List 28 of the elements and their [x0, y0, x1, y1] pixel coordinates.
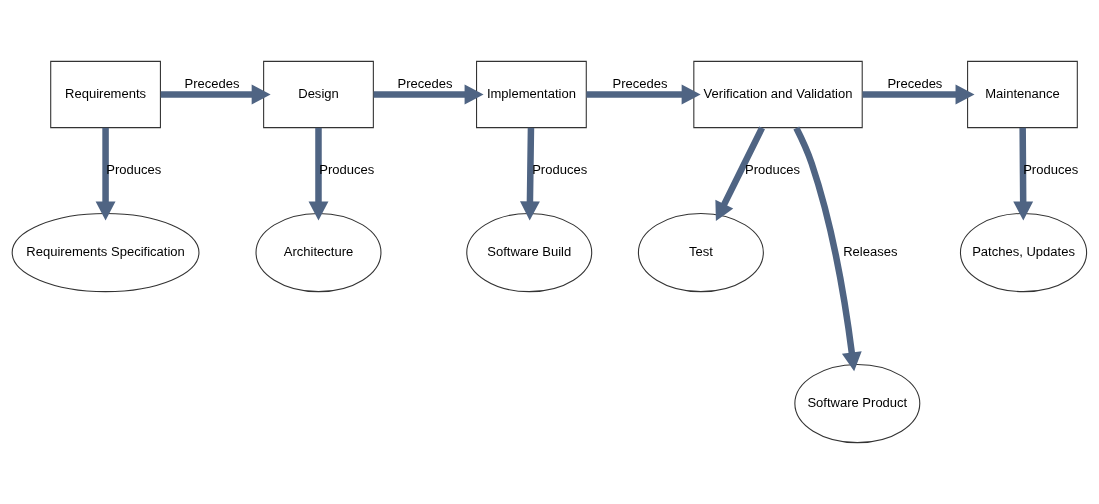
arrow: [95, 127, 116, 221]
arrow: [519, 127, 540, 221]
node-ellipse: Patches, Updates: [959, 212, 1088, 293]
node-box: Verification and Validation: [693, 60, 863, 129]
node-ellipse: Test: [637, 212, 764, 293]
node-ellipse: Architecture: [255, 212, 382, 293]
edge-label: Releases: [843, 243, 898, 259]
arrow: [793, 126, 862, 372]
node-ellipse: Software Build: [466, 212, 593, 293]
node-box: Design: [263, 60, 374, 129]
edge-label: Precedes: [612, 75, 668, 91]
edge-label: Precedes: [397, 75, 453, 91]
arrow: [715, 126, 765, 222]
edge-label: Produces: [745, 161, 801, 177]
arrow: [586, 84, 701, 105]
edge-label: Produces: [532, 161, 588, 177]
edge-label: Precedes: [184, 75, 240, 91]
node-box: Requirements: [50, 60, 161, 129]
arrow: [1013, 127, 1034, 221]
edge-label: Precedes: [887, 75, 943, 91]
node-box: Maintenance: [967, 60, 1078, 129]
node-ellipse: Software Product: [794, 363, 921, 444]
node-box: Implementation: [476, 60, 587, 129]
arrow: [862, 84, 975, 105]
node-ellipse: Requirements Specification: [11, 212, 200, 293]
arrow: [160, 84, 271, 105]
arrow: [373, 84, 484, 105]
arrow: [308, 127, 329, 221]
